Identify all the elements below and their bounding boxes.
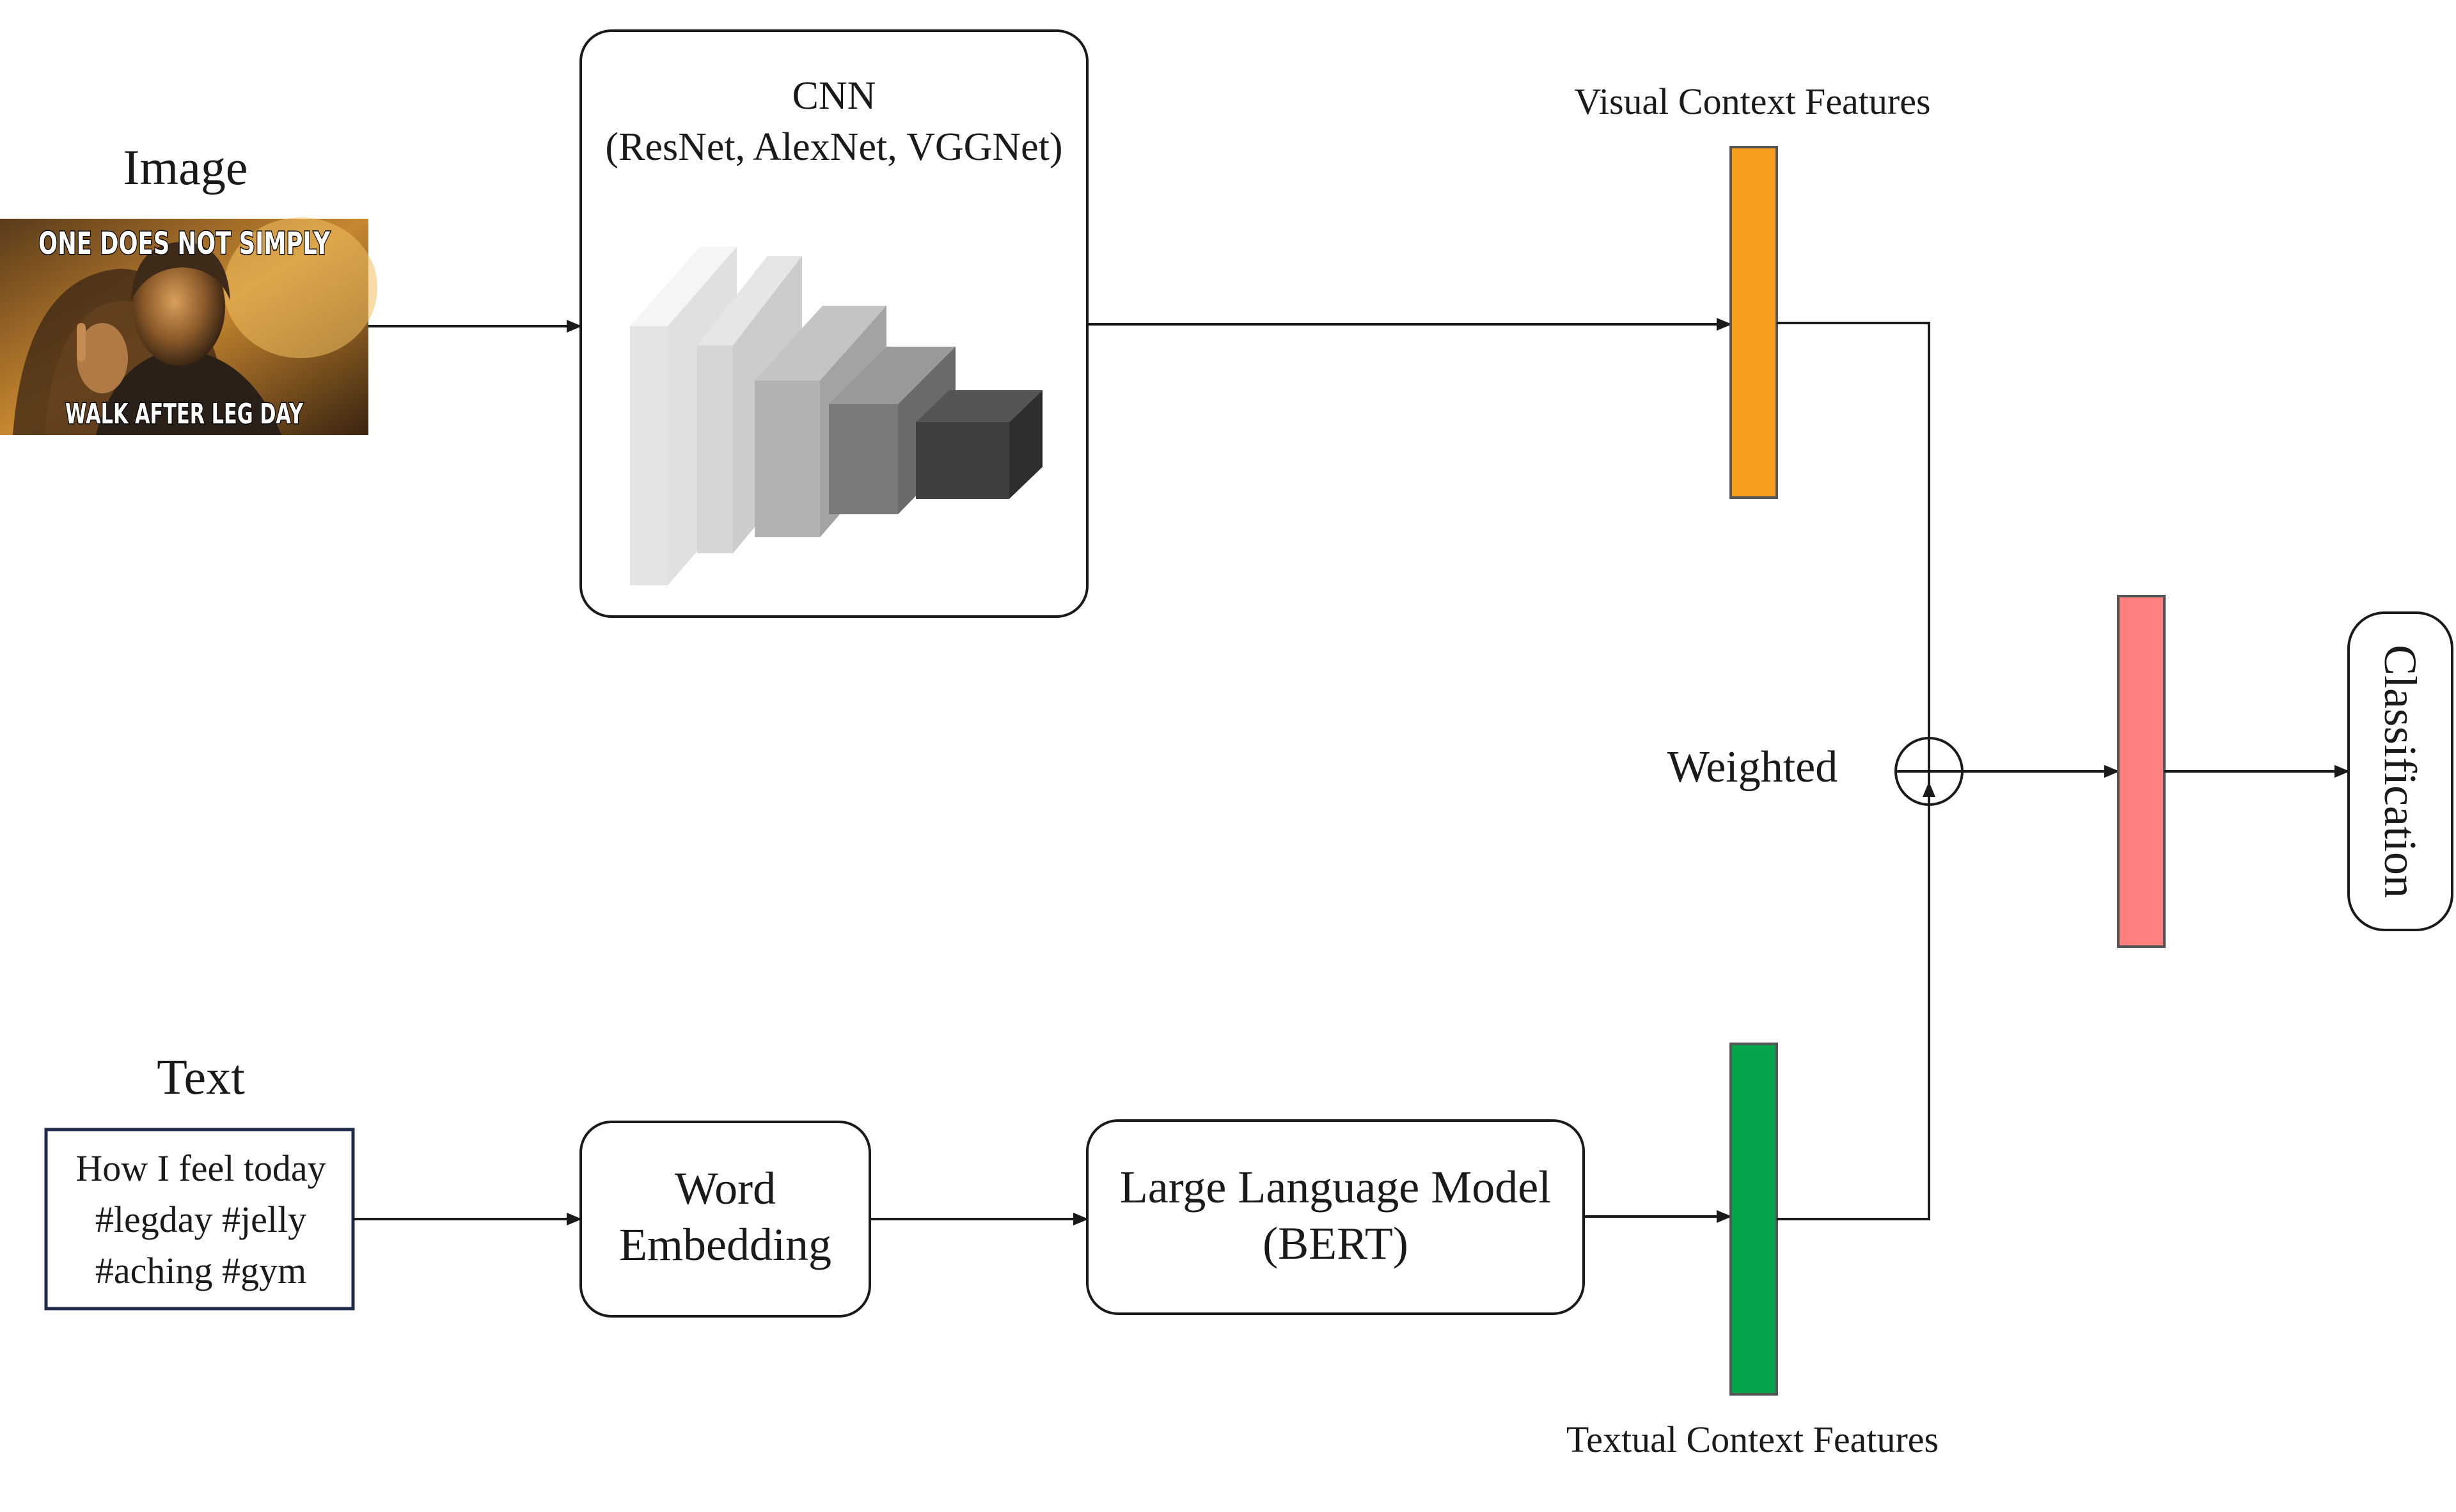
textual-features-bar <box>1729 1043 1778 1396</box>
image-input-label: Image <box>123 139 248 195</box>
text-input-box <box>44 1128 355 1311</box>
meme-face <box>133 248 225 366</box>
llm-line: Large Language Model <box>1120 1162 1551 1213</box>
llm-line: (BERT) <box>1263 1218 1408 1269</box>
textual-features-label: Textual Context Features <box>1566 1419 1939 1460</box>
meme-image: ONE DOES NOT SIMPLY WALK AFTER LEG DAY <box>0 217 377 435</box>
classification-box <box>2347 611 2453 931</box>
connector-visual-to-fusion <box>1777 322 1935 761</box>
text-input-line: How I feel today <box>75 1147 326 1189</box>
word-embedding-line: Word <box>675 1163 776 1214</box>
llm-box <box>1086 1119 1585 1315</box>
text-input-line: #aching #gym <box>95 1250 306 1291</box>
meme-bottom-text: WALK AFTER LEG DAY <box>65 398 304 430</box>
text-input-line: #legday #jelly <box>95 1199 306 1240</box>
visual-features-label: Visual Context Features <box>1574 81 1930 122</box>
meme-top-text: ONE DOES NOT SIMPLY <box>38 226 331 262</box>
cnn-subtitle: (ResNet, AlexNet, VGGNet) <box>605 125 1062 169</box>
fusion-label: Weighted <box>1667 743 1838 792</box>
fused-features-bar <box>2117 595 2166 948</box>
cnn-layers-icon <box>630 247 1043 585</box>
connector-textual-to-fusion <box>1777 782 1935 1220</box>
classification-label: Classification <box>2375 645 2426 898</box>
text-input-label: Text <box>157 1049 245 1105</box>
cnn-title: CNN <box>792 74 876 118</box>
visual-features-bar <box>1729 146 1778 499</box>
word-embedding-line: Embedding <box>619 1219 831 1270</box>
